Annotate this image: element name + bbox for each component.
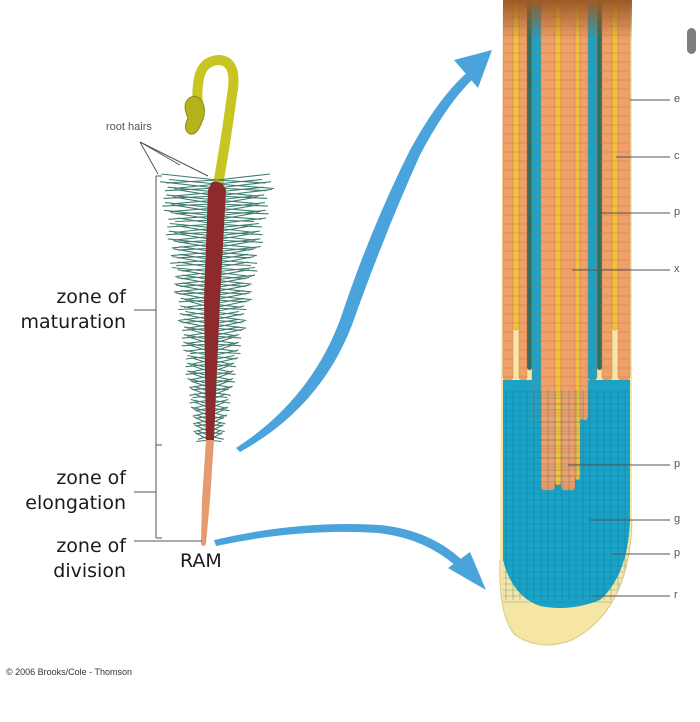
arrow-maturation [236,70,474,452]
root-hairs-label: root hairs [106,121,152,133]
zoom-arrows [214,50,492,590]
tissue-strand [560,0,576,491]
zone-division-label: zone of division [53,535,126,582]
zone-maturation-label: zone of maturation [20,286,127,333]
zone-bracket [134,175,202,542]
zone-elongation-label: zone of elongation [25,467,126,514]
seedling [160,54,275,546]
arrow-division [214,524,462,566]
right-label-3: p [674,206,681,218]
right-label-7: p [674,547,681,559]
arrow-division-head [448,552,486,590]
tissue-strand [596,0,603,371]
right-label-2: c [674,150,680,162]
right-label-5: p [674,458,681,470]
root-hair [216,173,271,181]
tissue-strand [512,0,520,331]
root-hair [216,178,263,185]
right-label-1: e [674,93,681,105]
seedling-stem [192,54,239,190]
cell-grid [503,390,630,603]
arrow-maturation-head [454,50,492,88]
right-label-4: x [674,263,680,275]
tissue-strand [617,0,631,381]
root-hair [161,173,218,181]
root-hair [216,183,275,190]
copyright-text: © 2006 Brooks/Cole - Thomson [6,667,133,677]
scrollbar-thumb[interactable] [687,28,696,54]
seedling-cotyledon [184,95,205,135]
root-hair [173,183,217,190]
root-cap-outline [499,519,633,646]
root-hair [169,178,217,185]
right-leaders [568,99,670,597]
root-tip [201,440,214,546]
root-section [499,0,632,645]
tissue-strands [502,0,631,491]
tissue-strand [531,0,542,421]
tissue-strand [579,0,589,421]
root-hairs-leader [139,141,209,177]
root-hair [216,181,272,189]
tissue-strand [554,0,562,486]
tissue-strand [526,0,533,371]
root-body [204,181,226,442]
right-label-6: g [674,513,681,525]
right-label-8: r [674,589,678,601]
root-hair [160,181,217,189]
ram-label: RAM [180,550,222,572]
tissue-strand [611,0,619,331]
